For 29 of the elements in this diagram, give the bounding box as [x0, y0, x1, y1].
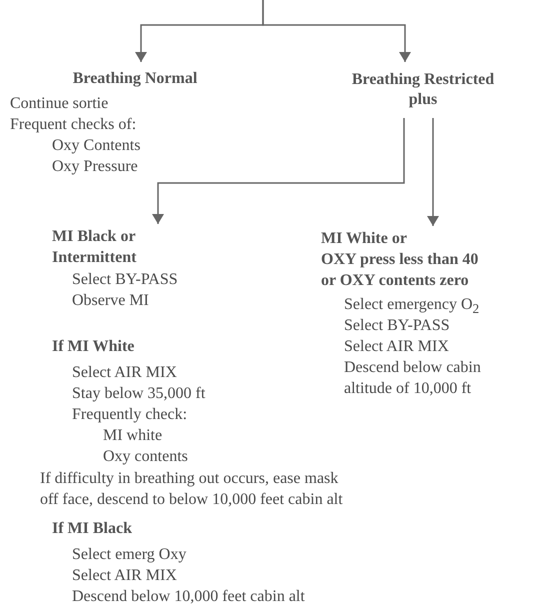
instruction-text: Frequent checks of: — [10, 115, 136, 135]
instruction-text: Continue sortie — [10, 94, 108, 114]
arrow — [427, 118, 439, 226]
instruction-text: If difficulty in breathing out occurs, ease mask off face, descend to below 10,000 feet cabin alt — [40, 469, 343, 510]
instruction-text: MI white — [103, 426, 162, 446]
instruction-text: Select emerg Oxy — [72, 545, 186, 565]
arrow — [262, 0, 411, 62]
condition-heading: Breathing Restricted plus — [350, 70, 496, 110]
condition-heading: MI White or OXY press less than 40 or OXY contents zero — [321, 229, 478, 291]
condition-heading: MI Black or Intermittent — [52, 227, 136, 268]
instruction-text: Select BY-PASS — [72, 270, 178, 290]
instruction-text: Select BY-PASS — [344, 316, 450, 336]
instruction-text: Oxy Pressure — [52, 157, 138, 177]
instruction-text: Select emergency O$_{2}$ — [344, 295, 480, 318]
instruction-text: Frequently check: — [72, 405, 188, 425]
instruction-text: Select AIR MIX — [72, 566, 177, 586]
instruction-text: Stay below 35,000 ft — [72, 384, 206, 404]
condition-heading: If MI White — [52, 337, 134, 357]
instruction-text: Observe MI — [72, 291, 149, 311]
instruction-text: Descend below 10,000 feet cabin alt — [72, 587, 305, 607]
instruction-text: altitude of 10,000 ft — [344, 379, 472, 399]
condition-heading: Breathing Normal — [72, 69, 198, 89]
instruction-text: Select AIR MIX — [344, 337, 449, 357]
instruction-text: Oxy Contents — [52, 136, 140, 156]
condition-heading: If MI Black — [52, 519, 132, 539]
instruction-text: Oxy contents — [103, 447, 188, 467]
instruction-text: Descend below cabin — [344, 358, 481, 378]
arrow — [152, 118, 405, 224]
instruction-text: Select AIR MIX — [72, 363, 177, 383]
